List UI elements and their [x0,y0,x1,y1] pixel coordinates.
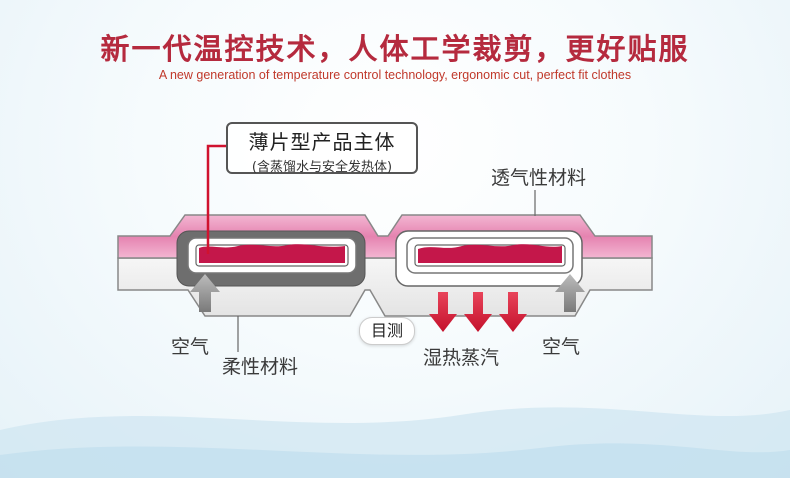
product-main-label: 薄片型产品主体 [248,130,396,154]
breathable-label: 透气性材料 [491,167,587,189]
product-note-label: (含蒸馏水与安全发热体) [251,160,393,175]
product-callout: 薄片型产品主体 (含蒸馏水与安全发热体) [226,122,418,175]
air-arrow-right [555,274,585,312]
product-leader-line [206,144,228,254]
page-subtitle: A new generation of temperature control … [158,68,632,82]
right-pad-capsule [395,230,583,287]
air-right-label: 空气 [542,336,581,358]
steam-arrow-3 [499,292,527,332]
right-heat-element [418,244,562,263]
steam-arrow-2 [464,292,492,332]
soft-material-label: 柔性材料 [222,356,299,378]
left-pad-capsule [176,230,366,287]
visual-badge: 目测 [359,317,415,345]
page-title: 新一代温控技术，人体工学裁剪，更好贴服 [100,32,690,66]
steam-label: 湿热蒸汽 [423,347,500,369]
air-arrow-left [190,274,220,312]
air-left-label: 空气 [171,336,210,358]
left-heat-element [199,244,345,263]
steam-arrow-1 [429,292,457,332]
